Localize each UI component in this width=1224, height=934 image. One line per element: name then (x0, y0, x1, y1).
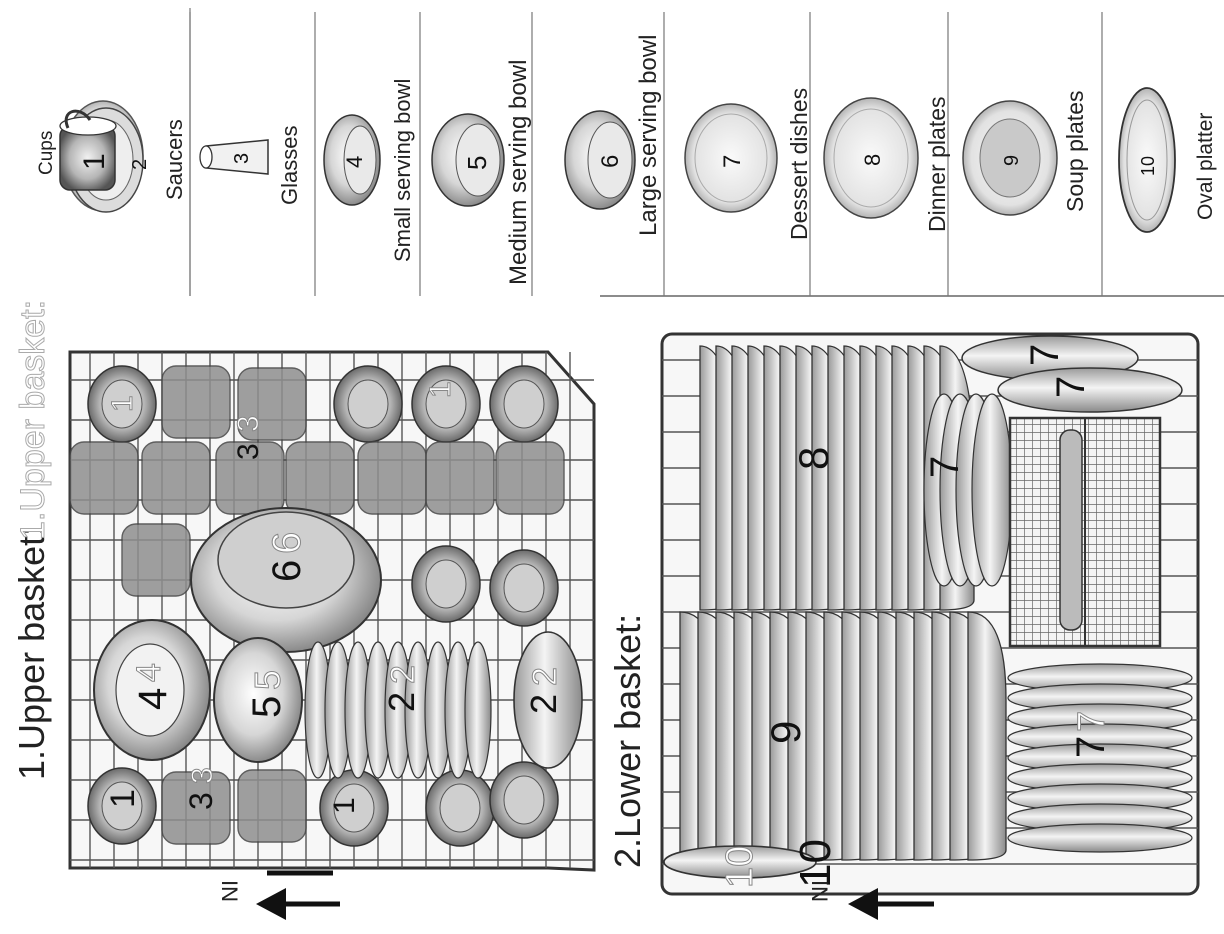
direction-arrows: IN IN (217, 870, 934, 920)
legend-mark-cup: 1 (78, 153, 111, 170)
upper-label-saucers-mid-ghost: 2 (384, 665, 422, 684)
upper-cup-base (503, 563, 545, 613)
legend-label-large-serving-bowl: Large serving bowl (635, 35, 662, 236)
upper-glass (69, 441, 139, 515)
legend-label-oval-platter: Oval platter (1194, 113, 1217, 220)
upper-cup-base (503, 775, 545, 825)
lower-label-platter-ghost: 10 (719, 846, 761, 888)
lower-label-dessert-a: 7 (1023, 344, 1067, 366)
upper-label-bowl-large-ghost: 6 (265, 532, 309, 554)
legend-icons (59, 87, 1176, 233)
legend-mark-soup: 9 (1001, 155, 1023, 166)
direction-mark-lower: IN (807, 880, 832, 902)
upper-cup-base (503, 379, 545, 429)
legend-label-saucers: Saucers (162, 119, 187, 200)
upper-glass (237, 367, 307, 441)
legend-mark-saucer: 2 (129, 159, 151, 170)
upper-cup-base (439, 783, 481, 833)
legend-label-cups: Cups (36, 131, 57, 175)
legend-label-dessert-dishes: Dessert dishes (786, 88, 812, 240)
lower-basket (660, 332, 1200, 896)
upper-label-cup-left2: 1 (328, 797, 361, 814)
upper-cup-base (425, 379, 467, 429)
heading-upper-basket: 1.Upper basket: (11, 526, 52, 780)
upper-glass (425, 441, 495, 515)
dessert-plate-upright (971, 393, 1013, 587)
upper-label-glass-bottom: 3 (183, 792, 219, 810)
upper-label-bowl-small: 4 (131, 688, 175, 710)
legend-mark-large-bowl: 6 (597, 155, 624, 168)
legend-label-medium-serving-bowl: Medium serving bowl (505, 60, 532, 285)
upper-glass (237, 769, 307, 843)
upper-cup-base (101, 379, 143, 429)
upper-label-cup-tl: 1 (106, 395, 139, 412)
legend-mark-medium-bowl: 5 (462, 156, 492, 170)
upper-glass (141, 441, 211, 515)
upper-label-bowl-small-ghost: 4 (130, 663, 168, 682)
lower-label-dessert-d-ghost: 7 (1071, 711, 1113, 732)
heading-upper-basket-echo: 1.Upper basket: (14, 300, 52, 540)
upper-label-saucers-side-ghost: 2 (526, 667, 564, 686)
upper-glass (495, 441, 565, 515)
dessert-plate (1007, 823, 1193, 853)
upper-cup-base (347, 379, 389, 429)
upper-glass (161, 771, 231, 845)
soup-plate (967, 611, 1007, 861)
upper-glass (121, 523, 191, 597)
legend-label-dinner-plates: Dinner plates (924, 96, 950, 232)
upper-cup-base (101, 781, 143, 831)
legend-label-small-serving-bowl: Small serving bowl (390, 79, 415, 262)
upper-glass (161, 365, 231, 439)
heading-lower-basket: 2.Lower basket: (607, 614, 648, 868)
upper-basket (68, 350, 596, 872)
lower-label-soup: 9 (762, 721, 809, 744)
upper-glass (357, 441, 427, 515)
direction-mark-upper: IN (217, 880, 242, 902)
upper-label-glass-center: 3 (232, 443, 265, 460)
lower-label-dinner: 8 (790, 447, 837, 470)
upper-cup-base (333, 783, 375, 833)
upper-label-bowl-medium-ghost: 5 (247, 670, 288, 690)
upper-label-saucers-mid: 2 (381, 692, 422, 712)
lower-label-dessert-d: 7 (1069, 736, 1113, 758)
upper-label-bowl-medium: 5 (245, 696, 289, 718)
legend-mark-dessert: 7 (719, 155, 746, 168)
upper-glass (285, 441, 355, 515)
lower-label-dessert-c: 7 (923, 456, 967, 478)
legend-mark-small-bowl: 4 (342, 156, 367, 168)
legend-mark-platter: 10 (1138, 156, 1158, 176)
legend-mark-glass: 3 (231, 153, 253, 164)
legend-label-glasses: Glasses (277, 126, 302, 205)
legend-labels: Cups Saucers Glasses Small serving bowl … (36, 35, 1217, 285)
upper-label-cup-bl: 1 (104, 789, 142, 808)
upper-label-cup-mid: 1 (424, 381, 457, 398)
upper-label-glass-bottom-ghost: 3 (186, 767, 219, 784)
upper-label-glass-center-ghost: 3 (232, 415, 265, 432)
upper-label-bowl-large: 6 (265, 560, 309, 582)
lower-basket-labels: 8 7 7 7 9 7 7 10 10 (719, 344, 1114, 889)
legend-mark-dinner: 8 (860, 154, 885, 166)
upper-basket-labels: 1 1 3 3 6 6 4 4 5 5 2 2 2 2 1 3 3 1 (104, 381, 565, 814)
lower-label-dessert-b: 7 (1049, 376, 1093, 398)
upper-cup-base (425, 559, 467, 609)
upper-saucer (464, 641, 492, 779)
legend-marks: 1 2 3 4 5 6 7 8 9 10 (78, 153, 1158, 176)
legend-table (189, 8, 1224, 297)
legend-label-soup-plates: Soup plates (1062, 91, 1088, 212)
upper-label-saucers-side: 2 (523, 694, 564, 714)
lower-label-platter: 10 (791, 839, 840, 888)
basket-headings: 1.Upper basket: 1.Upper basket: 2.Lower … (11, 299, 648, 868)
